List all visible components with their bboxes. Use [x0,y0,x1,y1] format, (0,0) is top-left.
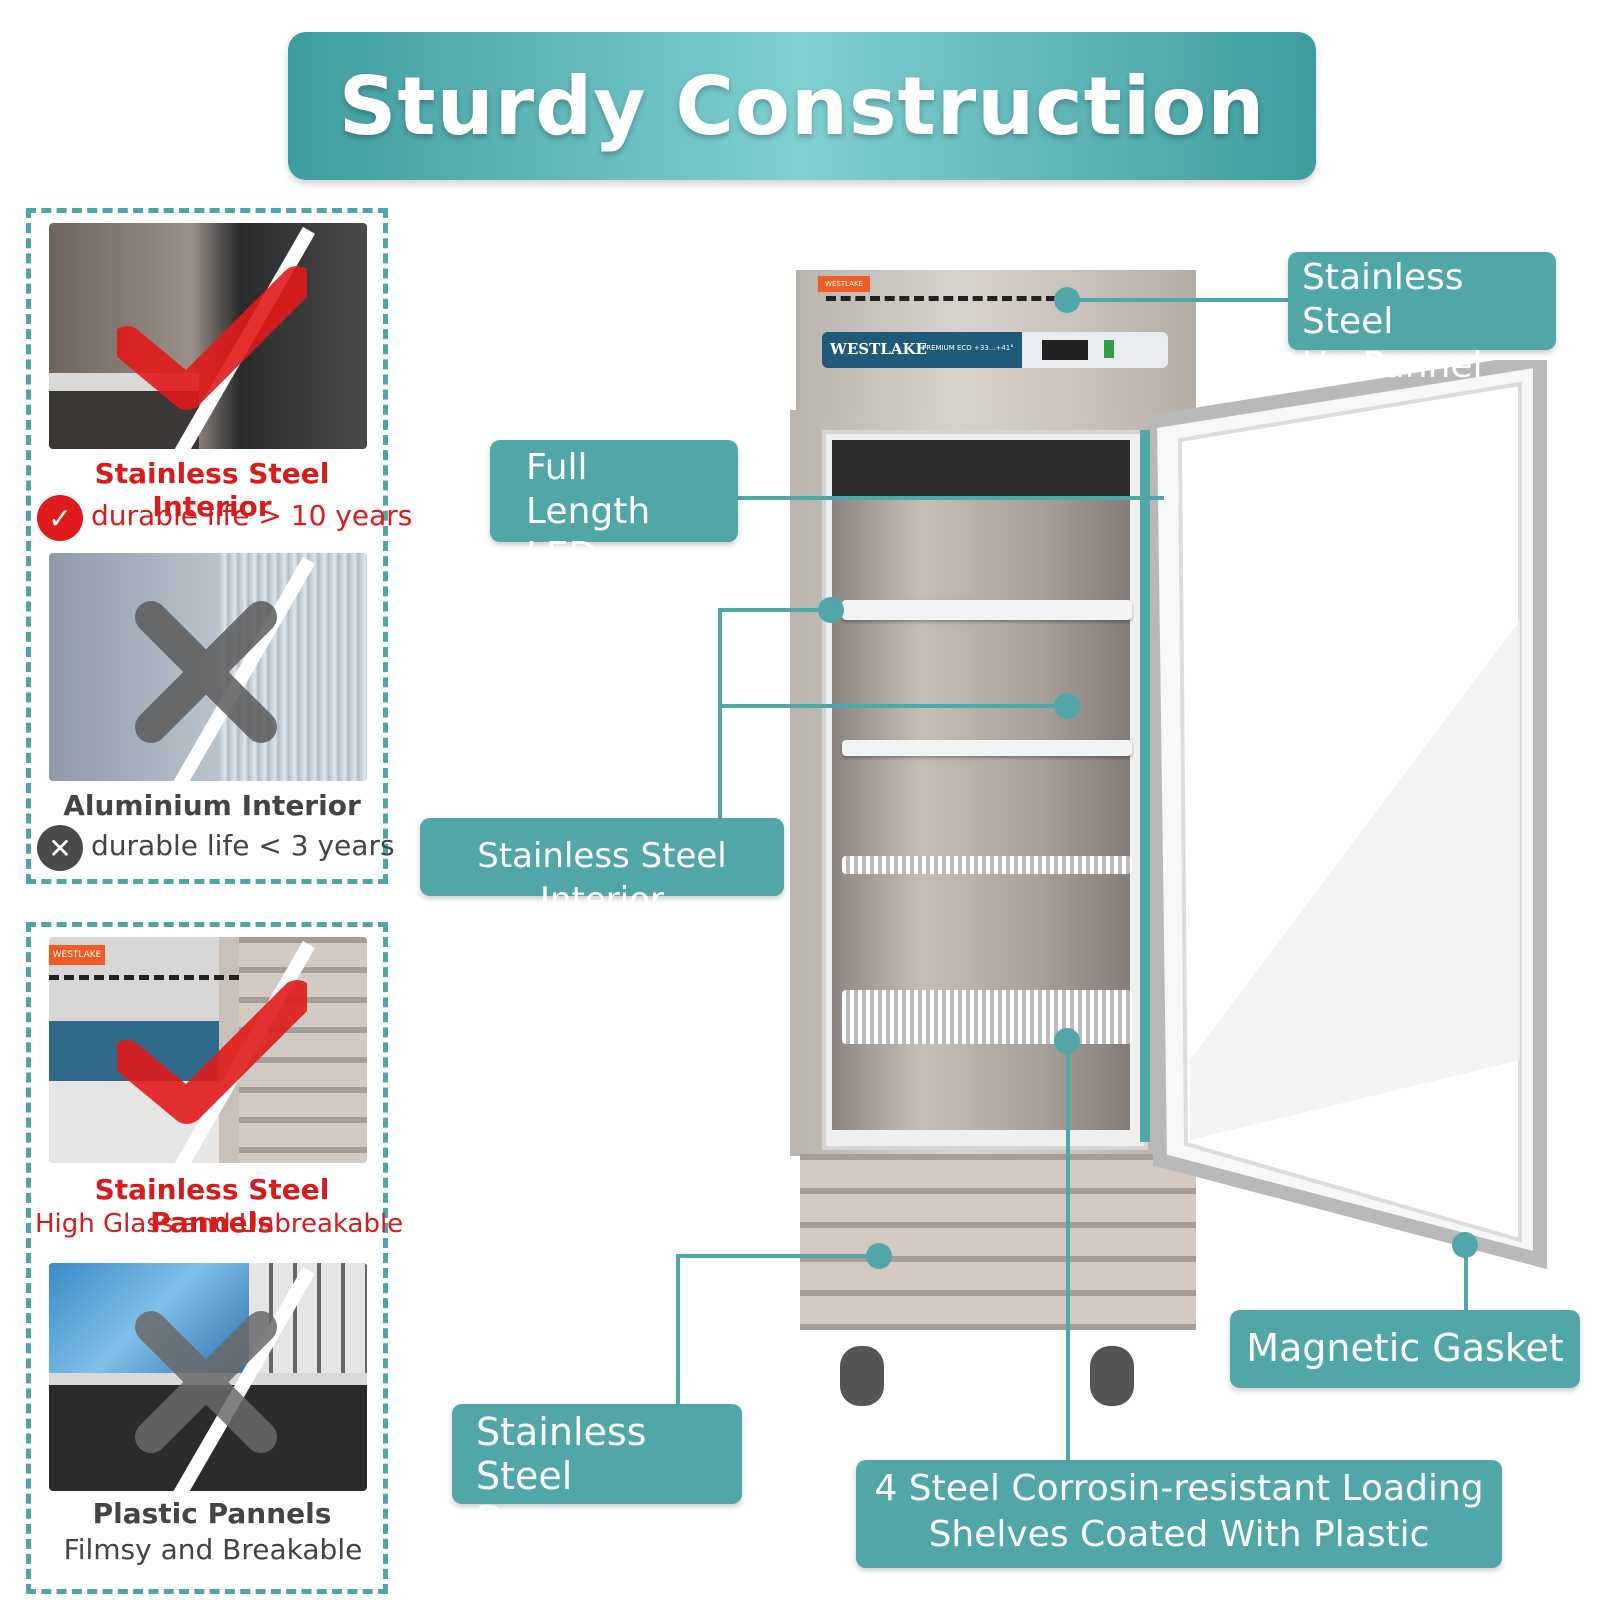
callout-led: Full Length LED Lights [490,440,738,620]
westlake-logo-small: WESTLAKE [49,945,105,965]
callout-down-panel-line1: Stainless Steel [476,1410,647,1498]
bottom-panel [800,1154,1196,1330]
check-mark-icon [117,980,307,1124]
interior-comparison-panel: Stainless Steel Interior ✓ durable life … [26,208,412,884]
down-panel-line-h [676,1254,876,1258]
gasket-line [1464,1244,1468,1312]
callout-gasket: Magnetic Gasket [1230,1310,1580,1388]
good-interior-subtitle: durable life > 10 years [91,499,413,532]
bad-interior-title: Aluminium Interior [63,789,361,822]
panel-comparison-panel: WESTLAKE Stainless Steel Pannels High Gl… [26,922,404,1594]
westlake-logo: WESTLAKE [818,276,870,292]
shelves-line [1066,1040,1070,1460]
aluminium-interior-photo [49,553,367,781]
bad-panels-subtitle: Filmsy and Breakable [63,1533,363,1566]
up-panel-dot [1054,287,1080,313]
x-mark-icon [135,1311,277,1453]
refrigerator: WESTLAKE WESTLAKE PREMIUM ECO +33...+41° [790,270,1570,1430]
interior-line-mid [718,704,1062,708]
callout-down-panel-line2: Down Pannel [476,1498,603,1586]
callout-led-line2: LED Lights [526,535,635,620]
plastic-panels-photo [49,1263,367,1491]
stainless-panels-photo: WESTLAKE [49,937,367,1163]
callout-shelves-line2: Shelves Coated With Plastic [928,1514,1430,1555]
bad-panels-title: Plastic Pannels [92,1497,332,1530]
x-circle-icon: ✕ [37,825,83,871]
caster-right [1090,1346,1134,1406]
bad-interior-subtitle: durable life < 3 years [91,829,395,862]
callout-up-panel-line1: Stainless Steel [1302,257,1464,342]
callout-interior: Stainless Steel Interior [420,818,784,920]
gasket-dot [1452,1232,1478,1258]
callout-shelves: 4 Steel Corrosin-resistant Loading Shelv… [856,1460,1502,1568]
x-mark-icon [135,601,277,743]
callout-interior-text: Stainless Steel Interior [477,836,727,920]
model-text: PREMIUM ECO +33...+41° [922,344,1014,352]
good-interior-title: Stainless Steel Interior [94,457,330,523]
caster-left [840,1346,884,1406]
good-panels-title: Stainless Steel Pannels [94,1173,330,1239]
check-circle-icon: ✓ [37,495,83,541]
callout-gasket-text: Magnetic Gasket [1246,1326,1564,1370]
page-title: Sturdy Construction [338,59,1266,153]
good-panels-subtitle: High Glass and Unbreakable [35,1209,404,1239]
check-mark-icon [117,266,307,410]
cabinet [790,410,1202,1156]
callout-led-line1: Full Length [526,447,651,532]
stainless-interior-photo [49,223,367,449]
interior-line-v [718,608,722,818]
callout-up-panel-line2: Up Pannel [1302,345,1483,386]
top-panel: WESTLAKE WESTLAKE PREMIUM ECO +33...+41° [796,270,1196,414]
up-panel-line [1066,298,1288,302]
callout-shelves-line1: 4 Steel Corrosin-resistant Loading [874,1468,1484,1509]
shelves-dot [1054,1028,1080,1054]
interior-dot-2 [1054,693,1080,719]
led-line [736,496,1164,500]
callout-down-panel: Stainless Steel Down Pannel [452,1404,742,1586]
brand-name: WESTLAKE [830,340,927,358]
down-panel-dot [866,1243,892,1269]
title-banner: Sturdy Construction [288,32,1316,180]
glass-door [1150,360,1547,1270]
down-panel-line-v [676,1254,680,1404]
interior-line-top [718,608,826,612]
interior-dot-1 [818,597,844,623]
callout-up-panel: Stainless Steel Up Pannel [1288,252,1556,386]
